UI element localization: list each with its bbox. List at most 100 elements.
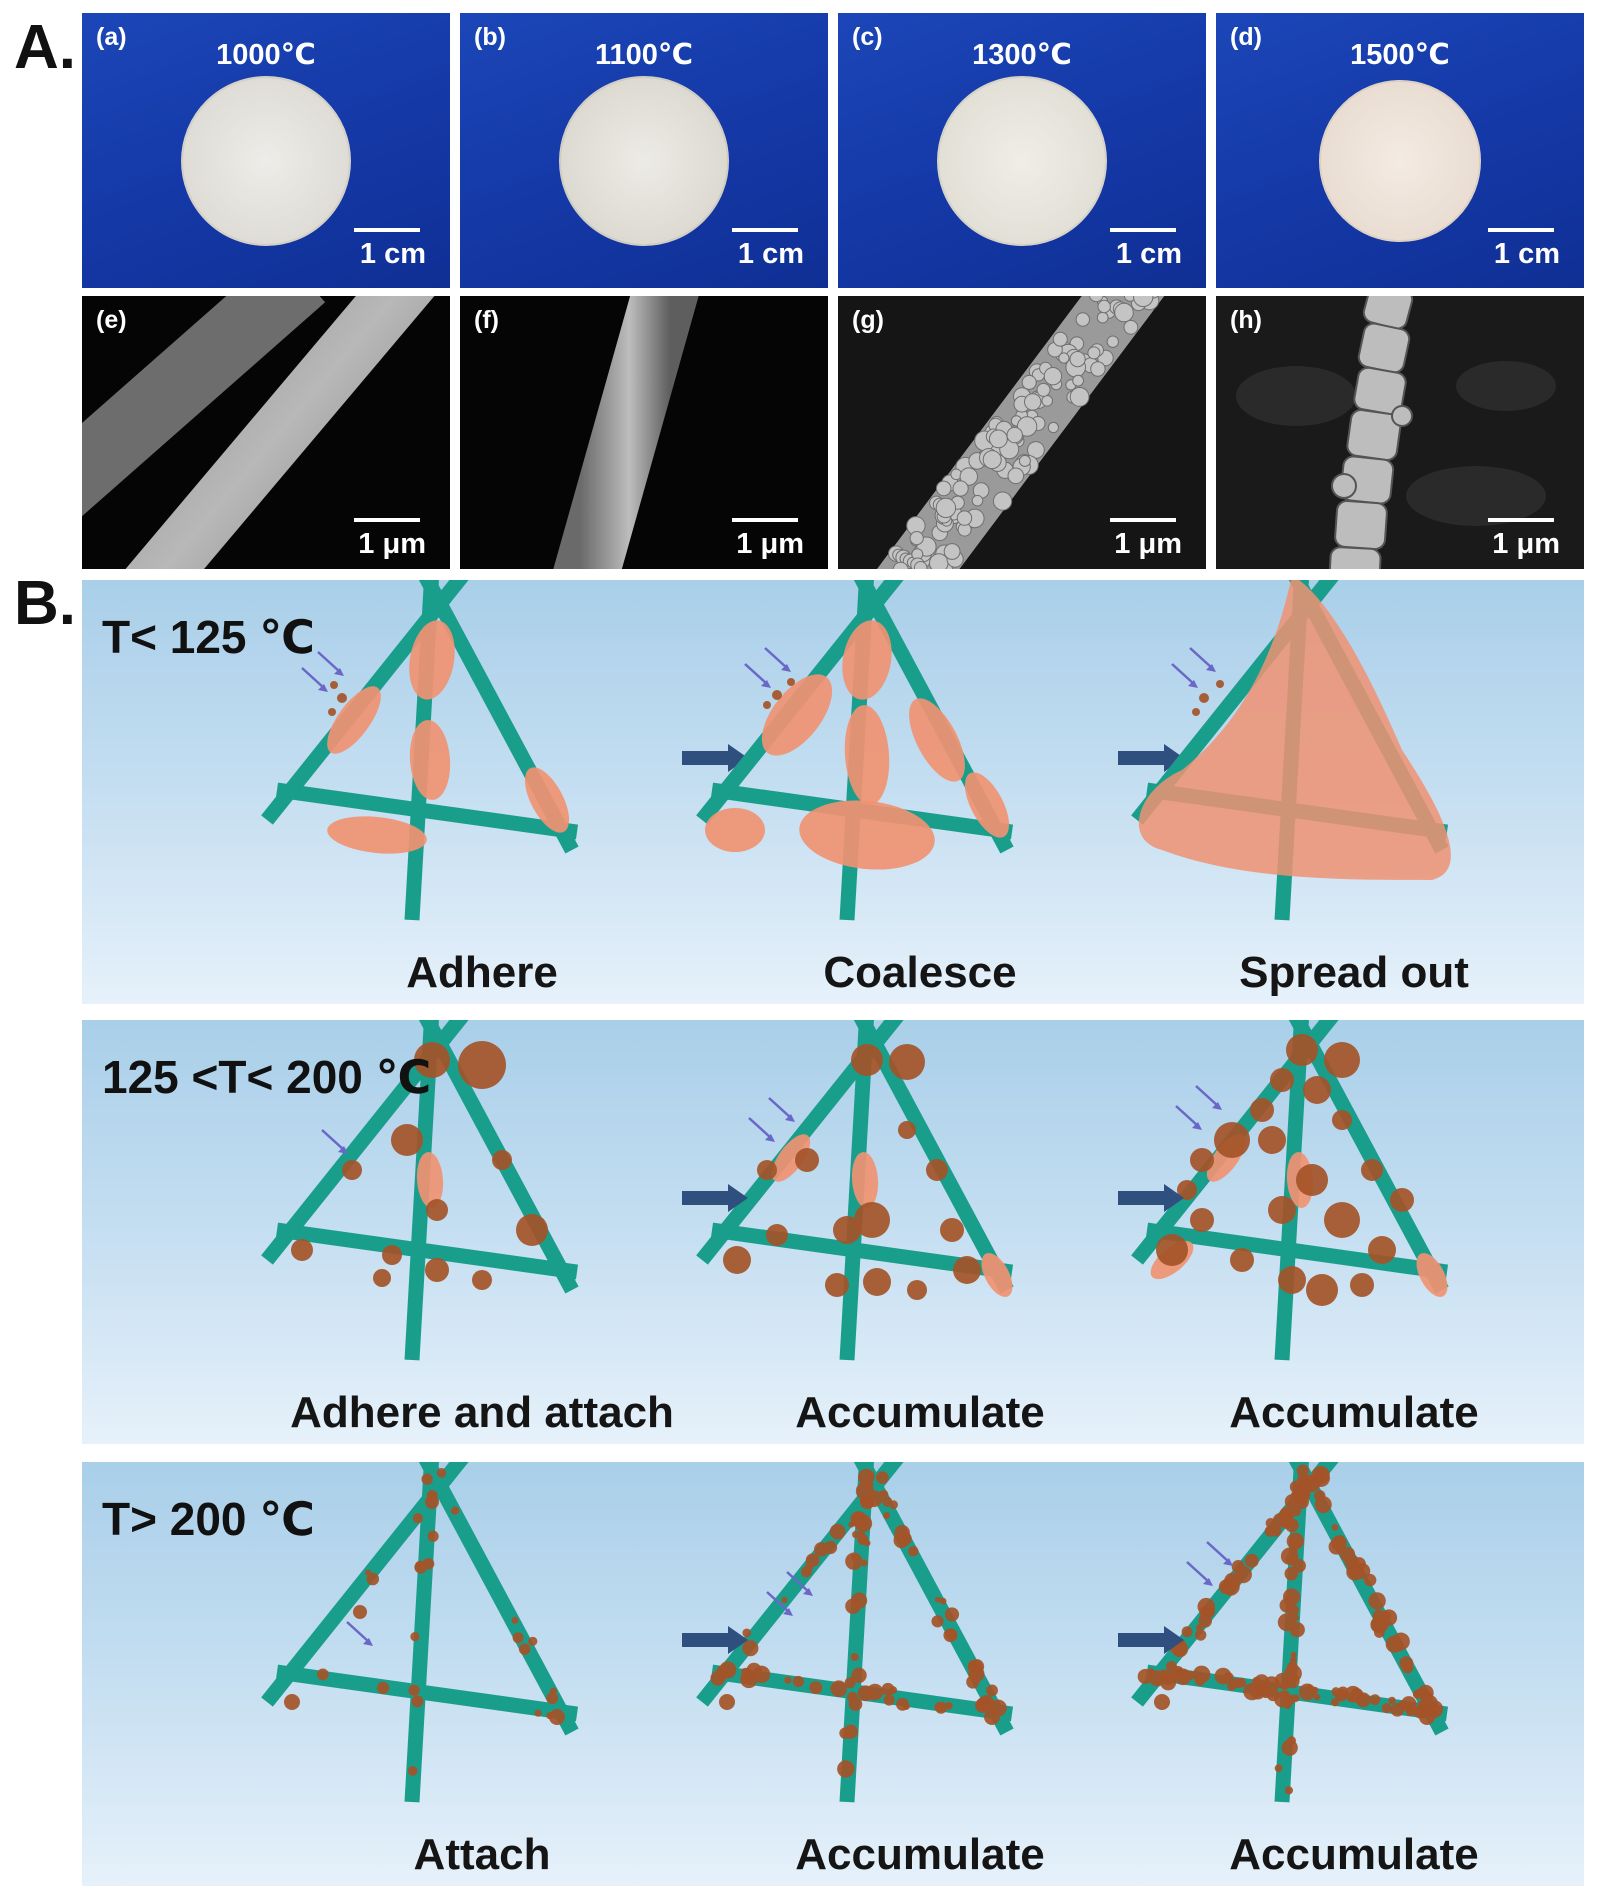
solid-particle (883, 1512, 890, 1519)
incoming-arrow (749, 1118, 771, 1138)
scale-bar (354, 518, 420, 522)
incoming-arrow (322, 1130, 344, 1150)
surface-grain (1022, 375, 1036, 389)
solid-particle (945, 1702, 953, 1710)
solid-particle (1286, 1034, 1318, 1066)
solid-particle (472, 1270, 492, 1290)
solid-particle (330, 681, 338, 689)
solid-particle (1370, 1694, 1381, 1705)
row-title: T> 200 ℃ (102, 1492, 315, 1546)
solid-particle (1154, 1694, 1170, 1710)
solid-particle (723, 1246, 751, 1274)
solid-particle (1215, 1668, 1232, 1685)
solid-particle (1138, 1669, 1153, 1684)
solid-particle (766, 1224, 788, 1246)
section-label-b: B. (14, 568, 76, 639)
solid-particle (1254, 1684, 1265, 1695)
solid-particle (373, 1269, 391, 1287)
solid-particle (851, 1668, 866, 1683)
surface-grain (1025, 394, 1041, 410)
solid-particle (317, 1669, 329, 1681)
surface-grain (1008, 468, 1024, 484)
surface-grain (936, 481, 951, 496)
solid-particle (1214, 1122, 1250, 1158)
solid-particle (845, 1598, 861, 1614)
step-caption: Spread out (1134, 948, 1574, 998)
solid-particle (926, 1159, 948, 1181)
mechanism-row-mid: 125 <T< 200 ℃ Adhere and attach Accumula… (82, 1020, 1584, 1444)
solid-particle (1402, 1662, 1414, 1674)
surface-grain (1037, 383, 1050, 396)
solid-particle (421, 1473, 432, 1484)
solid-particle (1282, 1740, 1298, 1756)
solid-particle (830, 1524, 846, 1540)
solid-particle (784, 1676, 791, 1683)
solid-particle (1280, 1681, 1289, 1690)
solid-particle (953, 1256, 981, 1284)
incoming-arrow (318, 652, 340, 672)
solid-particle (437, 1468, 447, 1478)
solid-particle (1250, 1098, 1274, 1122)
surface-grain (1070, 352, 1085, 367)
solid-particle (1275, 1764, 1283, 1772)
solid-particle (801, 1566, 812, 1577)
solid-particle (413, 1513, 423, 1523)
solid-particle (1315, 1496, 1332, 1513)
solid-particle (342, 1160, 362, 1180)
scale-label: 1 μm (358, 528, 426, 561)
solid-particle (1346, 1563, 1363, 1580)
solid-particle (1350, 1273, 1374, 1297)
solid-particle (866, 1471, 874, 1479)
solid-particle (719, 1694, 735, 1710)
scale-bar (732, 518, 798, 522)
solid-particle (1390, 1188, 1414, 1212)
step-caption: Attach (262, 1830, 702, 1880)
scale-label: 1 μm (736, 528, 804, 561)
solid-particle (757, 1160, 777, 1180)
solid-particle (1368, 1592, 1385, 1609)
solid-particle (1374, 1627, 1385, 1638)
photo-temperature: 1500℃ (1216, 37, 1584, 72)
surface-grain (914, 562, 926, 570)
surface-grain (1097, 312, 1108, 323)
solid-particle (845, 1553, 862, 1570)
solid-particle (425, 1495, 439, 1509)
solid-particle (1382, 1703, 1392, 1713)
solid-particle (742, 1640, 758, 1656)
solid-particle (968, 1660, 982, 1674)
step-caption: Accumulate (1134, 1830, 1574, 1880)
solid-particle (377, 1682, 389, 1694)
solid-particle (1296, 1164, 1328, 1196)
surface-grain (983, 451, 1001, 469)
solid-particle (426, 1199, 448, 1221)
solid-particle (907, 1280, 927, 1300)
scale-bar (732, 228, 798, 232)
solid-particle (825, 1273, 849, 1297)
solid-particle (1258, 1126, 1286, 1154)
incoming-arrow (347, 1622, 369, 1642)
solid-particle (284, 1694, 300, 1710)
solid-particle (1197, 1598, 1215, 1616)
incoming-arrow (1190, 648, 1212, 668)
solid-particle (451, 1506, 460, 1515)
solid-particle (1190, 1208, 1214, 1232)
solid-particle (1284, 1665, 1302, 1683)
solid-particle (809, 1681, 822, 1694)
solid-particle (1332, 1110, 1352, 1130)
surface-grain (910, 532, 923, 545)
solid-particle (546, 1692, 558, 1704)
solid-particle (1324, 1042, 1360, 1078)
surface-grain (1048, 422, 1058, 432)
row-title: 125 <T< 200 ℃ (102, 1050, 431, 1104)
scale-label: 1 cm (1116, 238, 1182, 271)
surface-grain (957, 511, 971, 525)
solid-particle (1216, 680, 1224, 688)
mechanism-row-low: T< 125 ℃ Adhere Coalesce Spread out (82, 580, 1584, 1004)
scale-label: 1 cm (360, 238, 426, 271)
solid-particle (512, 1617, 519, 1624)
photo-panel-d: (d) 1500℃ 1 cm (1216, 13, 1584, 288)
sem-panel-h: (h) 1 μm (1216, 296, 1584, 569)
solid-particle (519, 1643, 531, 1655)
spread-liquid-film (1139, 580, 1451, 880)
figure-a-grid: (a) 1000℃ 1 cm (b) 1100℃ 1 cm (c) 1300℃ … (82, 13, 1584, 569)
